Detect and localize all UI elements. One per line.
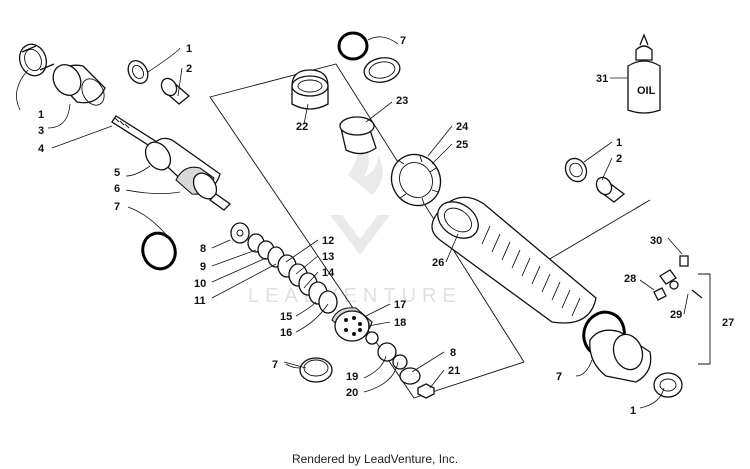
callout-28: 28 <box>624 273 636 285</box>
callout-21: 21 <box>448 365 460 377</box>
leader-lines <box>16 36 689 409</box>
callout-3: 3 <box>38 125 44 137</box>
watermark: LEADVENTURE <box>248 137 462 307</box>
callout-5: 5 <box>114 167 120 179</box>
part-spring <box>431 196 597 324</box>
callout-29: 29 <box>670 309 682 321</box>
callout-14: 14 <box>322 267 335 279</box>
footer-credit: Rendered by LeadVenture, Inc. <box>291 452 459 466</box>
part-bushing-small <box>160 77 191 105</box>
callout-10: 10 <box>194 278 206 290</box>
callout-1: 1 <box>616 137 622 149</box>
part-reservoir-cap <box>291 69 329 110</box>
part-seal-top <box>363 57 401 83</box>
watermark-text: LEADVENTURE <box>248 285 462 307</box>
callout-20: 20 <box>346 387 358 399</box>
part-lower-eyelet <box>589 329 652 383</box>
callout-8: 8 <box>450 347 456 359</box>
callout-7: 7 <box>556 371 562 383</box>
callout-13: 13 <box>322 251 334 263</box>
callout-6: 6 <box>114 183 120 195</box>
callout-1: 1 <box>186 43 192 55</box>
part-shock-body-upper <box>144 137 232 211</box>
part-o-ring-a <box>141 231 177 271</box>
group-bracket-27 <box>698 273 711 365</box>
callout-26: 26 <box>432 257 444 269</box>
callout-24: 24 <box>456 121 469 133</box>
part-adjuster-ring <box>390 153 442 207</box>
callout-4: 4 <box>38 143 45 155</box>
callout-18: 18 <box>394 317 406 329</box>
callout-17: 17 <box>394 299 406 311</box>
callout-15: 15 <box>280 311 292 323</box>
callout-11: 11 <box>194 295 206 307</box>
group-connector-line <box>547 199 651 261</box>
part-bushing-left <box>18 43 55 77</box>
callout-23: 23 <box>396 95 408 107</box>
part-wear-band <box>299 357 333 383</box>
callout-27: 27 <box>722 317 734 329</box>
callout-1: 1 <box>630 405 636 417</box>
part-bushing-right-upper <box>564 157 626 203</box>
callout-30: 30 <box>650 235 662 247</box>
callout-22: 22 <box>296 121 308 133</box>
callout-7: 7 <box>400 35 406 47</box>
reservoir-group-bracket <box>209 63 525 399</box>
callout-25: 25 <box>456 139 468 151</box>
part-washer-small <box>127 60 149 84</box>
callout-7: 7 <box>114 201 120 213</box>
callout-12: 12 <box>322 235 334 247</box>
part-piston <box>331 307 373 342</box>
callout-7: 7 <box>272 359 278 371</box>
part-schrader-valve <box>653 255 703 301</box>
callout-31: 31 <box>596 73 608 85</box>
part-sleeve-left <box>52 64 106 106</box>
callout-labels: 1 2 1 3 4 5 6 7 8 9 10 11 12 13 14 15 16… <box>38 35 734 417</box>
callout-2: 2 <box>616 153 622 165</box>
part-bearing-bushing <box>339 116 377 155</box>
part-bushing-right <box>653 372 683 398</box>
callout-16: 16 <box>280 327 292 339</box>
part-oil-bottle: OIL <box>627 33 661 114</box>
oil-bottle-label: OIL <box>637 85 656 97</box>
callout-9: 9 <box>200 261 206 273</box>
callout-1: 1 <box>38 109 44 121</box>
callout-8: 8 <box>200 243 206 255</box>
callout-2: 2 <box>186 63 192 75</box>
callout-19: 19 <box>346 371 358 383</box>
part-o-ring-b <box>337 31 369 61</box>
